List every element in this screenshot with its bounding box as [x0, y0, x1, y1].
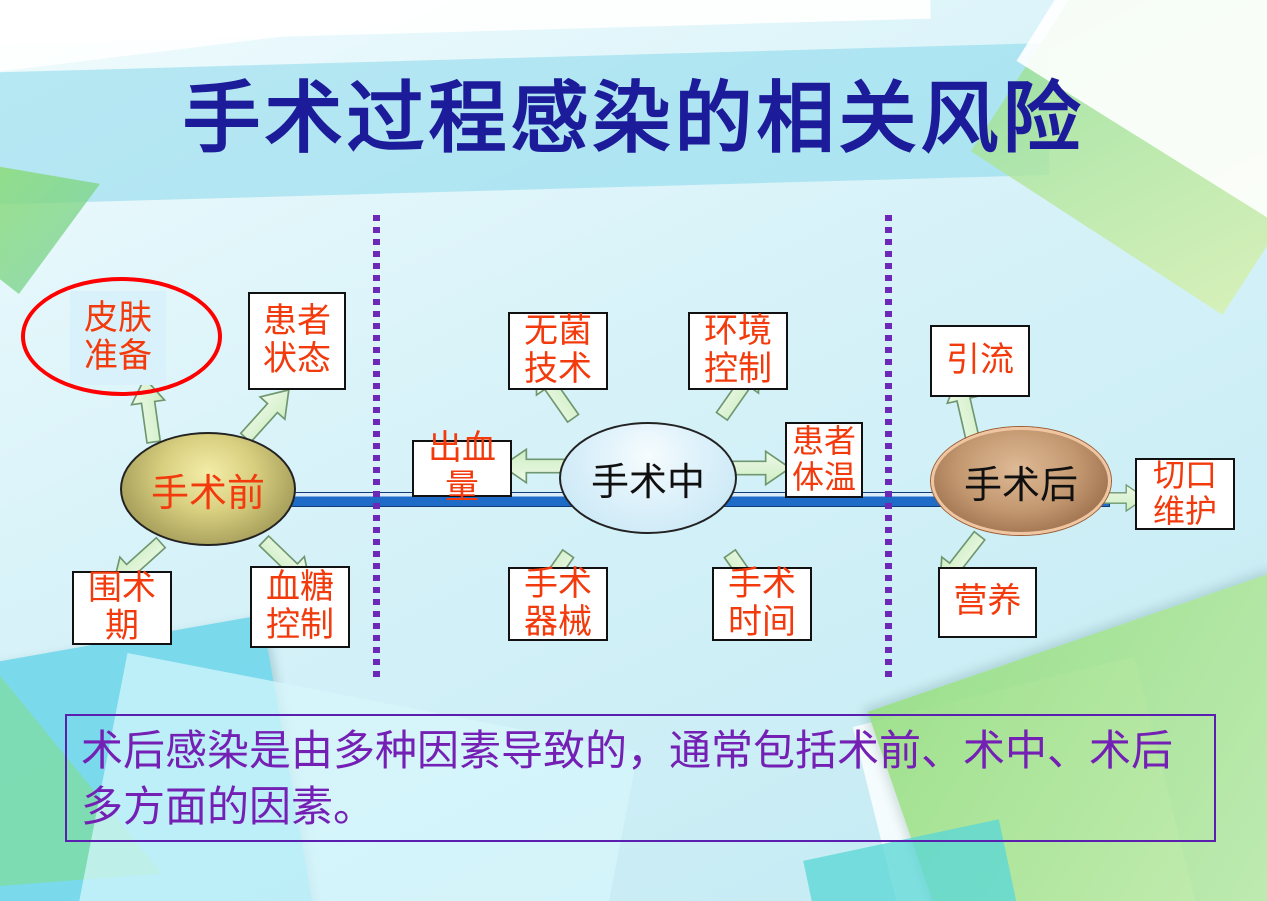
factor-box-nutrition: 营养 — [938, 567, 1037, 638]
factor-label-line: 环境 — [704, 312, 772, 350]
factor-box-drainage: 引流 — [930, 325, 1030, 397]
background-shape — [0, 166, 100, 294]
stage-label: 手术后 — [963, 464, 1078, 507]
factor-box-environment-control: 环境 控制 — [688, 312, 788, 390]
factor-box-perioperative: 围术期 — [72, 569, 172, 645]
factor-label-line: 无菌 — [524, 312, 592, 350]
highlight-circle — [21, 277, 222, 396]
stage-divider-dotted-line — [885, 215, 892, 677]
stage-ellipse-pre-surgery: 手术前 — [120, 432, 296, 546]
factor-label-line: 技术 — [524, 351, 592, 388]
arrow-icon — [228, 372, 307, 454]
factor-label-line: 出血量 — [428, 430, 496, 506]
factor-label-line: 控制 — [266, 607, 334, 644]
factor-box-surgery-duration: 手术 时间 — [712, 565, 812, 641]
factor-box-aseptic-technique: 无菌 技术 — [508, 312, 608, 390]
factor-box-incision-care: 切口 维护 — [1135, 457, 1235, 530]
factor-label-line: 体温 — [791, 459, 856, 495]
factor-label-line: 围术期 — [88, 569, 156, 645]
stage-ellipse-during-surgery: 手术中 — [559, 422, 737, 534]
factor-box-surgical-instruments: 手术 器械 — [508, 565, 608, 641]
note-box: 术后感染是由多种因素导致的，通常包括术前、术中、术后多方面的因素。 — [65, 714, 1216, 842]
arrow-icon — [496, 446, 570, 486]
factor-label-line: 手术 — [728, 565, 796, 603]
note-text: 术后感染是由多种因素导致的，通常包括术前、术中、术后多方面的因素。 — [81, 729, 1174, 832]
factor-label-line: 时间 — [728, 604, 796, 641]
factor-label-line: 器械 — [524, 604, 592, 641]
factor-box-patient-status: 患者 状态 — [248, 292, 346, 390]
page-title: 手术过程感染的相关风险 — [182, 75, 1085, 162]
factor-label-line: 切口 — [1152, 457, 1217, 494]
factor-label-line: 患者 — [263, 302, 331, 340]
factor-label-line: 手术 — [524, 565, 592, 603]
stage-divider-dotted-line — [373, 215, 380, 677]
factor-label-line: 维护 — [1152, 493, 1217, 529]
factor-label-line: 患者 — [791, 423, 856, 460]
stage-label: 手术中 — [590, 461, 705, 504]
factor-label-line: 控制 — [704, 351, 772, 388]
factor-label-line: 状态 — [263, 341, 331, 378]
factor-box-blood-loss: 出血量 — [412, 430, 512, 506]
factor-box-glucose-control: 血糖 控制 — [250, 566, 350, 648]
factor-label-line: 营养 — [953, 583, 1022, 621]
factor-label-line: 引流 — [946, 341, 1014, 379]
stage-label: 手术前 — [150, 472, 265, 515]
stage-ellipse-post-surgery: 手术后 — [931, 427, 1111, 535]
factor-label-line: 血糖 — [266, 568, 334, 606]
factor-box-patient-temperature: 患者 体温 — [785, 422, 863, 498]
